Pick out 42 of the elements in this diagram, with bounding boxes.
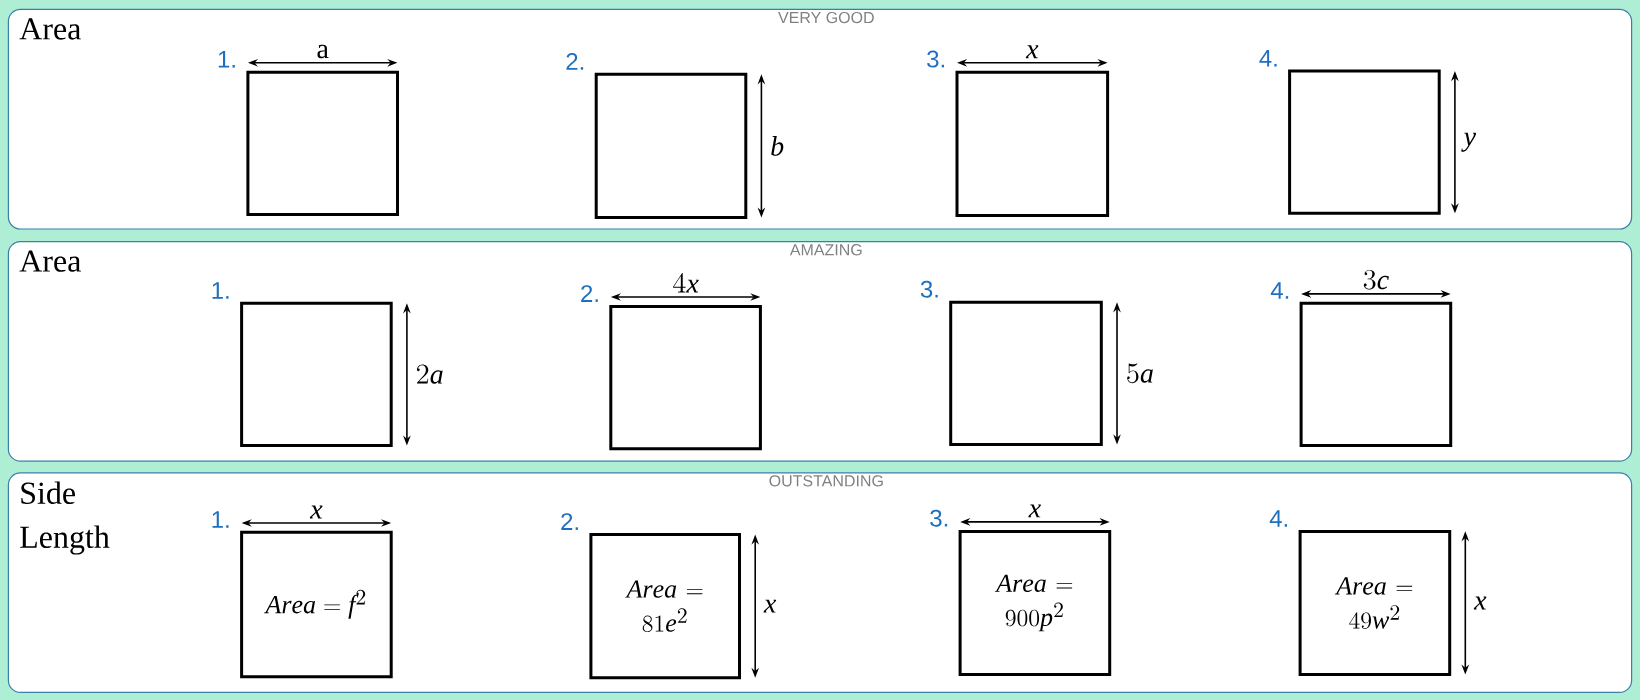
difficulty-label: OUTSTANDING [769,475,883,487]
dimension-label: $b$ [771,136,784,156]
difficulty-label: VERY GOOD [778,11,874,24]
dimension-label: $2a$ [417,364,443,384]
dimension-label: $y$ [1461,132,1477,152]
question-number: 3. [920,280,938,298]
square [1299,301,1453,447]
square [949,300,1103,446]
question-number: 2. [566,52,584,70]
question-number: 1. [218,51,235,68]
question-number: 1. [212,511,229,528]
question-number: 2. [561,513,578,530]
square: $Area = f^{2}$ [240,530,393,679]
square: $Area = 81e^{2}$ [589,533,741,680]
section-heading: Area [19,250,81,272]
question-number: 3. [927,50,944,68]
square [955,70,1110,217]
dimension-label: a [317,44,329,59]
section-heading: Area [19,18,81,40]
square [1288,69,1441,215]
dimension-label: $x$ [1473,596,1487,610]
square [609,305,762,451]
question-number: 4. [1270,282,1289,299]
question-number: 4. [1269,510,1287,527]
dimension-label: $3c$ [1363,269,1389,290]
square [594,72,748,219]
question-number: 4. [1259,50,1277,67]
square [246,70,399,216]
square: $Area = 900p^{2}$ [958,529,1112,677]
question-number: 3. [930,509,948,527]
square [240,301,393,447]
dimension-label: $4x$ [673,273,699,293]
dimension-label: $x$ [763,599,777,613]
square: $Area = 49w^{2}$ [1298,529,1452,677]
question-number: 2. [581,285,598,302]
dimension-label: $x$ [1028,504,1041,518]
dimension-label: $x$ [309,505,323,519]
dimension-label: $x$ [1025,45,1039,59]
difficulty-label: AMAZING [789,244,862,256]
dimension-label: $5a$ [1127,363,1153,384]
question-number: 1. [212,282,229,299]
section-heading: Side Length [20,481,110,555]
